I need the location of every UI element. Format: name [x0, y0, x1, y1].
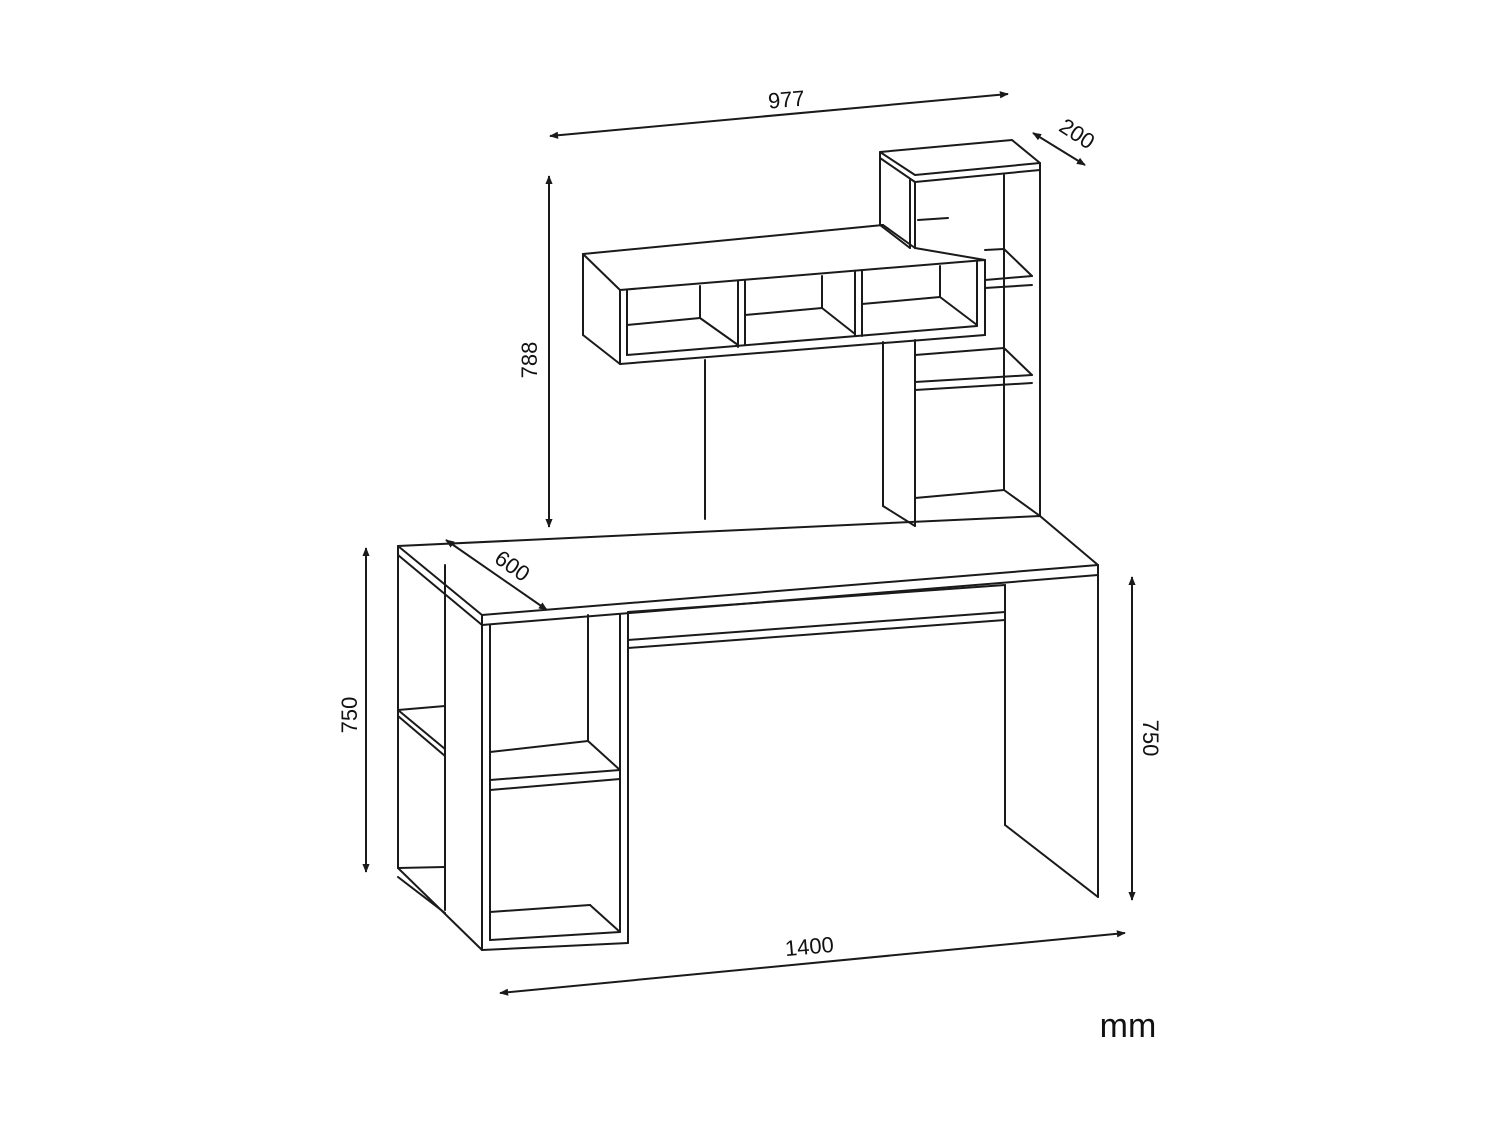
dimension-desk-depth: 600 — [445, 539, 548, 611]
dimension-hutch-depth-label: 200 — [1055, 113, 1099, 154]
unit-label: mm — [1100, 1007, 1157, 1045]
dimension-desk-depth-label: 600 — [490, 545, 534, 587]
desk-back-panel — [627, 584, 1006, 649]
dimension-desk-height-right-label: 750 — [1138, 720, 1163, 757]
dimension-hutch-depth: 200 — [1032, 113, 1099, 166]
desk-right-leg — [1004, 574, 1099, 898]
dimension-desk-height-left-label: 750 — [337, 697, 362, 734]
hutch-horizontal-shelf — [582, 224, 986, 365]
desk-left-shelf-unit — [397, 554, 483, 951]
dimension-hutch-height-label: 788 — [517, 342, 542, 379]
dimension-desk-width: 1400 — [499, 930, 1126, 996]
dimension-hutch-width: 977 — [549, 85, 1009, 139]
dimension-hutch-width-label: 977 — [767, 85, 806, 113]
hutch-tower — [879, 139, 1041, 517]
dimension-desk-width-label: 1400 — [784, 932, 835, 961]
desk — [397, 515, 1099, 951]
dimension-desk-height-right: 750 — [1128, 576, 1163, 901]
dimension-hutch-height: 788 — [517, 175, 553, 528]
hutch — [582, 139, 1041, 527]
desk-front-cabinet — [481, 611, 629, 951]
dimension-desk-height-left: 750 — [337, 547, 370, 873]
